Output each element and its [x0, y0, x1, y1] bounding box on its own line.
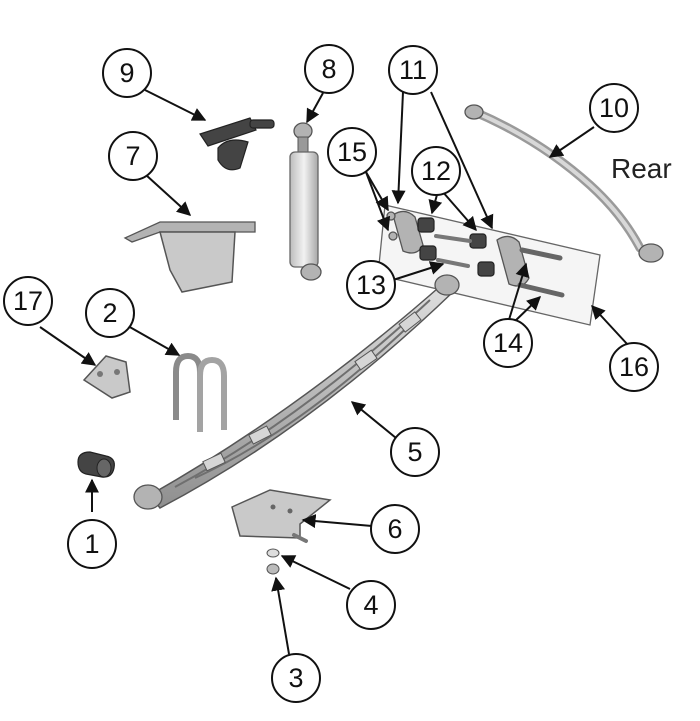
- callout-1: 1: [67, 519, 117, 569]
- callout-13: 13: [346, 260, 396, 310]
- callout-8: 8: [304, 44, 354, 94]
- part-14-bolts: [434, 234, 565, 298]
- callout-12-number: 12: [421, 156, 451, 186]
- part-17-bracket: [82, 355, 131, 399]
- callout-14: 14: [483, 318, 533, 368]
- callout-15-number: 15: [337, 137, 367, 167]
- part-4-washer: [266, 548, 280, 558]
- callout-17-number: 17: [13, 286, 43, 316]
- callout-11-number: 11: [399, 55, 427, 85]
- callout-2: 2: [85, 288, 135, 338]
- callout-6-number: 6: [387, 514, 402, 544]
- callout-13-number: 13: [356, 270, 386, 300]
- callout-16: 16: [609, 342, 659, 392]
- callout-4-number: 4: [363, 590, 378, 620]
- part-6-spring-plate: [231, 489, 332, 543]
- callout-9: 9: [102, 48, 152, 98]
- callout-10-number: 10: [599, 93, 629, 123]
- part-5-leaf-spring: [133, 274, 460, 510]
- callout-10: 10: [589, 83, 639, 133]
- callout-12: 12: [411, 146, 461, 196]
- callout-5-number: 5: [407, 437, 422, 467]
- callout-7-number: 7: [125, 141, 140, 171]
- part-10-track-bar: [464, 104, 664, 263]
- callout-8-number: 8: [321, 54, 336, 84]
- callout-16-number: 16: [619, 352, 649, 382]
- callout-4: 4: [346, 580, 396, 630]
- part-9-bracket: [199, 117, 275, 171]
- part-2-u-bolts: [173, 352, 227, 432]
- callout-14-number: 14: [493, 328, 523, 358]
- callout-5: 5: [390, 427, 440, 477]
- part-1-bushing: [77, 451, 115, 478]
- part-3-nut: [266, 563, 280, 575]
- part-7-bump-stop: [123, 221, 256, 293]
- callout-6: 6: [370, 504, 420, 554]
- leader-lines: [39, 89, 629, 655]
- callout-3-number: 3: [288, 663, 303, 693]
- callout-1-number: 1: [84, 529, 99, 559]
- callout-7: 7: [108, 131, 158, 181]
- part-8-shock-absorber: [289, 122, 322, 281]
- callout-3: 3: [271, 653, 321, 703]
- callout-11: 11: [388, 45, 438, 95]
- callout-17: 17: [3, 276, 53, 326]
- rear-label: Rear: [611, 153, 672, 184]
- callout-15: 15: [327, 127, 377, 177]
- callout-9-number: 9: [119, 58, 134, 88]
- callout-2-number: 2: [102, 298, 117, 328]
